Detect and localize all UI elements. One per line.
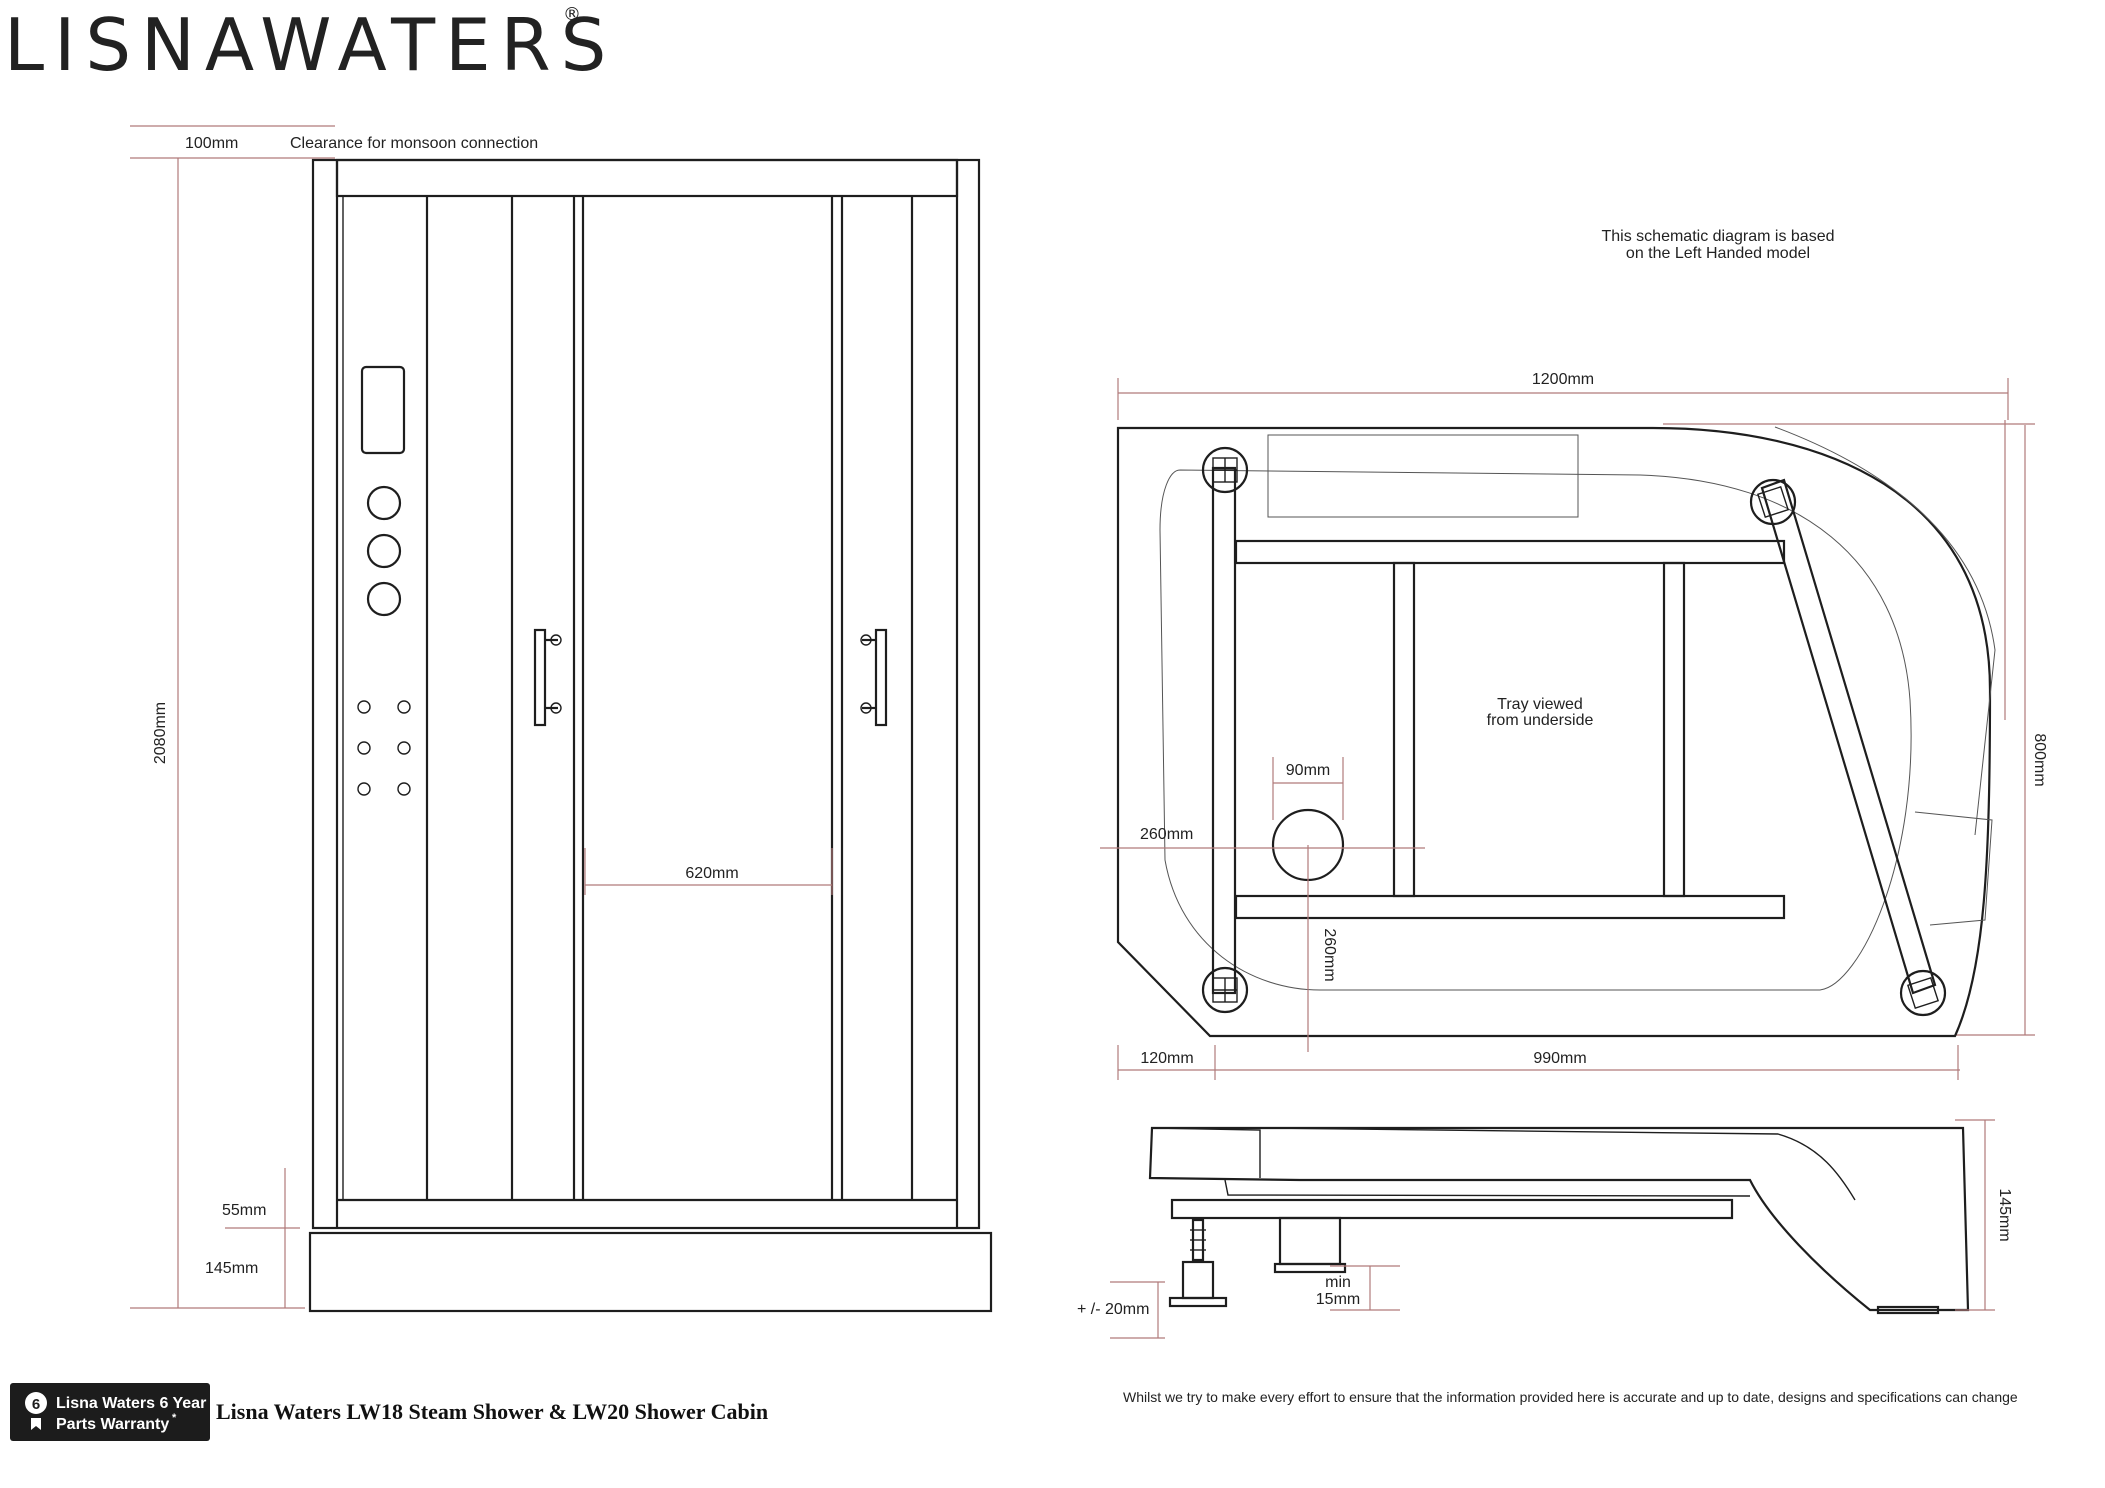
- foot-circle: [1201, 966, 1249, 1014]
- brand-name: LISNAWATERS: [4, 3, 616, 87]
- clearance-label: Clearance for monsoon connection: [290, 135, 538, 152]
- badge-mark: *: [172, 1412, 177, 1424]
- ribbon-icon: [31, 1418, 41, 1430]
- foot-circle: [1201, 446, 1249, 494]
- handle-bar: [874, 628, 888, 727]
- tray-side-view: 145mm min 15mm + /- 20mm: [1077, 1119, 2013, 1339]
- tray-side-body: [1148, 1126, 1970, 1312]
- body-jet: [357, 741, 371, 755]
- handle-screw: [550, 702, 562, 714]
- badge-line-1: Lisna Waters 6 Year: [56, 1395, 206, 1412]
- warranty-badge: 6 Lisna Waters 6 Year Parts Warranty *: [10, 1383, 210, 1441]
- foot-square: [1906, 976, 1940, 1010]
- frame-support: [1662, 561, 1686, 898]
- control-knob: [366, 485, 402, 521]
- handle-screw: [550, 634, 562, 646]
- body-jet: [397, 782, 411, 796]
- tray-foot: [1201, 446, 1249, 494]
- cabin-outline: [311, 158, 981, 1230]
- tray-label-1: Tray viewed: [1497, 696, 1583, 713]
- registered-mark: ®: [563, 4, 581, 25]
- badge-circle: [25, 1392, 47, 1414]
- depth-dim: 800mm: [2031, 733, 2048, 786]
- front-left-dim: 120mm: [1140, 1050, 1193, 1067]
- height-dim: 2080mm: [152, 702, 169, 764]
- tray-height-dim: 145mm: [205, 1260, 258, 1277]
- tray-underside-view: 1200mm 800mm: [1100, 371, 2048, 1080]
- inner-curve: [1774, 426, 1996, 836]
- body-jet: [397, 741, 411, 755]
- frame-rail-top: [1234, 539, 1786, 565]
- tray-side-underline: [1224, 1179, 1751, 1197]
- tray-outline: [1116, 426, 1992, 1038]
- frame-rail-left: [1211, 466, 1237, 995]
- side-foot-pad: [1876, 1305, 1940, 1315]
- control-knob: [366, 581, 402, 617]
- right-door-handle: [860, 628, 888, 727]
- min-label: min: [1325, 1274, 1351, 1291]
- handle-screw: [860, 634, 872, 646]
- tray-foot: [1749, 478, 1797, 526]
- control-display: [360, 365, 406, 455]
- badge-background: [10, 1383, 210, 1441]
- waste-y-dim: 260mm: [1321, 928, 1338, 981]
- frame-rail-diagonal: [1760, 478, 1937, 995]
- door-width-dim: 620mm: [685, 865, 738, 882]
- min-value: 15mm: [1316, 1291, 1360, 1308]
- note-line-1: This schematic diagram is based: [1602, 228, 1835, 245]
- tray-side-inner: [1261, 1127, 1856, 1201]
- side-height-dim: 145mm: [1996, 1188, 2013, 1241]
- inner-recess: [1267, 434, 1579, 518]
- front-main-dim: 990mm: [1533, 1050, 1586, 1067]
- left-door-handle: [533, 628, 562, 727]
- document-title: Lisna Waters LW18 Steam Shower & LW20 Sh…: [216, 1399, 768, 1424]
- waste-trap-base: [1273, 1262, 1347, 1274]
- badge-number: 6: [32, 1396, 40, 1413]
- body-jet: [397, 700, 411, 714]
- foot-circle: [1899, 969, 1947, 1017]
- clearance-dim: 100mm: [185, 135, 238, 152]
- width-dim: 1200mm: [1532, 371, 1594, 388]
- tray-label-2: from underside: [1487, 712, 1594, 729]
- tray-side-lip: [1154, 1127, 1261, 1178]
- brand-logo: LISNAWATERS ®: [4, 3, 616, 87]
- body-jet: [357, 700, 371, 714]
- frame-rail-bottom: [1234, 894, 1786, 920]
- waste-trap: [1278, 1216, 1342, 1266]
- waste-dim: 90mm: [1286, 762, 1330, 779]
- leg-foot: [1168, 1296, 1228, 1308]
- inner-channel: [1159, 469, 1912, 991]
- schematic-note: This schematic diagram is based on the L…: [1602, 228, 1835, 262]
- handle-screw: [860, 702, 872, 714]
- foot-square: [1756, 485, 1790, 519]
- frame-support: [1392, 561, 1416, 898]
- front-view: 100mm Clearance for monsoon connection 2…: [130, 125, 993, 1313]
- tray-foot: [1201, 966, 1249, 1014]
- tray-base: [308, 1231, 993, 1313]
- body-jet: [357, 782, 371, 796]
- leg-adjust-dim: + /- 20mm: [1077, 1301, 1149, 1318]
- side-frame-rail: [1170, 1198, 1734, 1220]
- note-line-2: on the Left Handed model: [1626, 245, 1810, 262]
- control-knob: [366, 533, 402, 569]
- inner-box: [1914, 811, 1993, 926]
- badge-line-2: Parts Warranty: [56, 1416, 169, 1433]
- cabin-top-rail: [335, 158, 959, 198]
- handle-bar: [533, 628, 547, 727]
- upper-tray-dim: 55mm: [222, 1202, 266, 1219]
- tray-foot: [1899, 969, 1947, 1017]
- disclaimer: Whilst we try to make every effort to en…: [1123, 1389, 2018, 1405]
- adjustable-leg: [1168, 1218, 1228, 1308]
- foot-circle: [1749, 478, 1797, 526]
- waste-x-dim: 260mm: [1140, 826, 1193, 843]
- leg-body: [1181, 1260, 1215, 1300]
